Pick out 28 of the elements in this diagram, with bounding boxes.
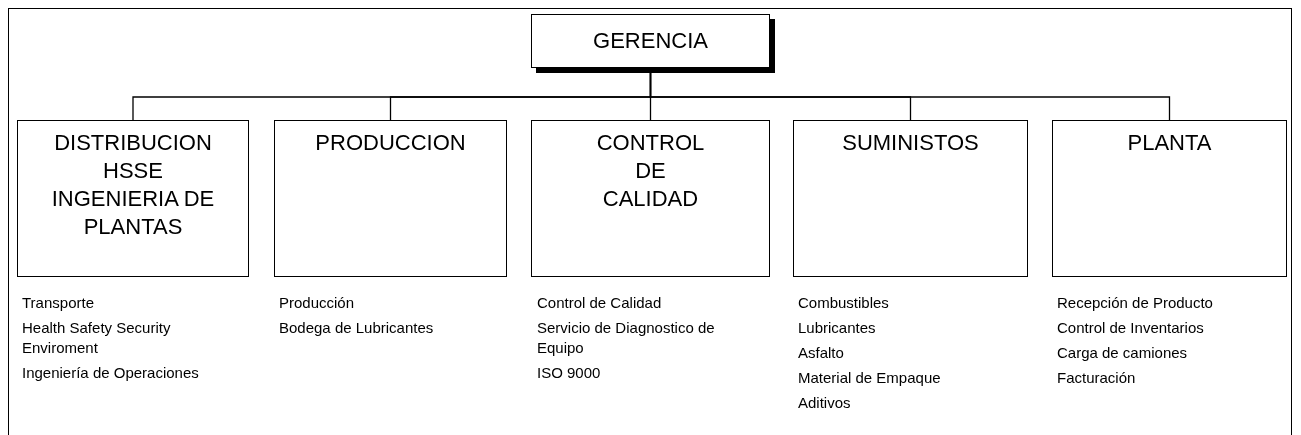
function-item: Aditivos [798,393,852,413]
function-item: ISO 9000 [537,363,602,383]
department-name: DISTRIBUCION HSSE INGENIERIA DE PLANTAS [50,129,216,241]
department-box [274,120,507,277]
function-item: Control de Calidad [537,293,663,313]
department-box [793,120,1028,277]
function-item: Recepción de Producto [1057,293,1214,313]
function-item: Material de Empaque [798,368,942,388]
title-text: GERENCIA [593,27,708,55]
function-item: Health Safety Security Enviroment [22,318,172,358]
function-item: Carga de camiones [1057,343,1189,363]
department-name: CONTROL DE CALIDAD [595,129,706,213]
function-item: Facturación [1057,368,1137,388]
function-item: Asfalto [798,343,845,363]
department-name: PRODUCCION [315,129,466,157]
function-item: Transporte [22,293,95,313]
function-item: Combustibles [798,293,890,313]
department-box [17,120,249,277]
function-item: Control de Inventarios [1057,318,1205,338]
function-item: Lubricantes [798,318,877,338]
function-item: Producción [279,293,356,313]
department-box [1052,120,1287,277]
department-name: PLANTA [1127,129,1212,157]
function-item: Ingeniería de Operaciones [22,363,200,383]
function-item: Servicio de Diagnostico de Equipo [537,318,716,358]
function-item: Bodega de Lubricantes [279,318,435,338]
department-box [531,120,770,277]
department-name: SUMINISTOS [842,129,979,157]
